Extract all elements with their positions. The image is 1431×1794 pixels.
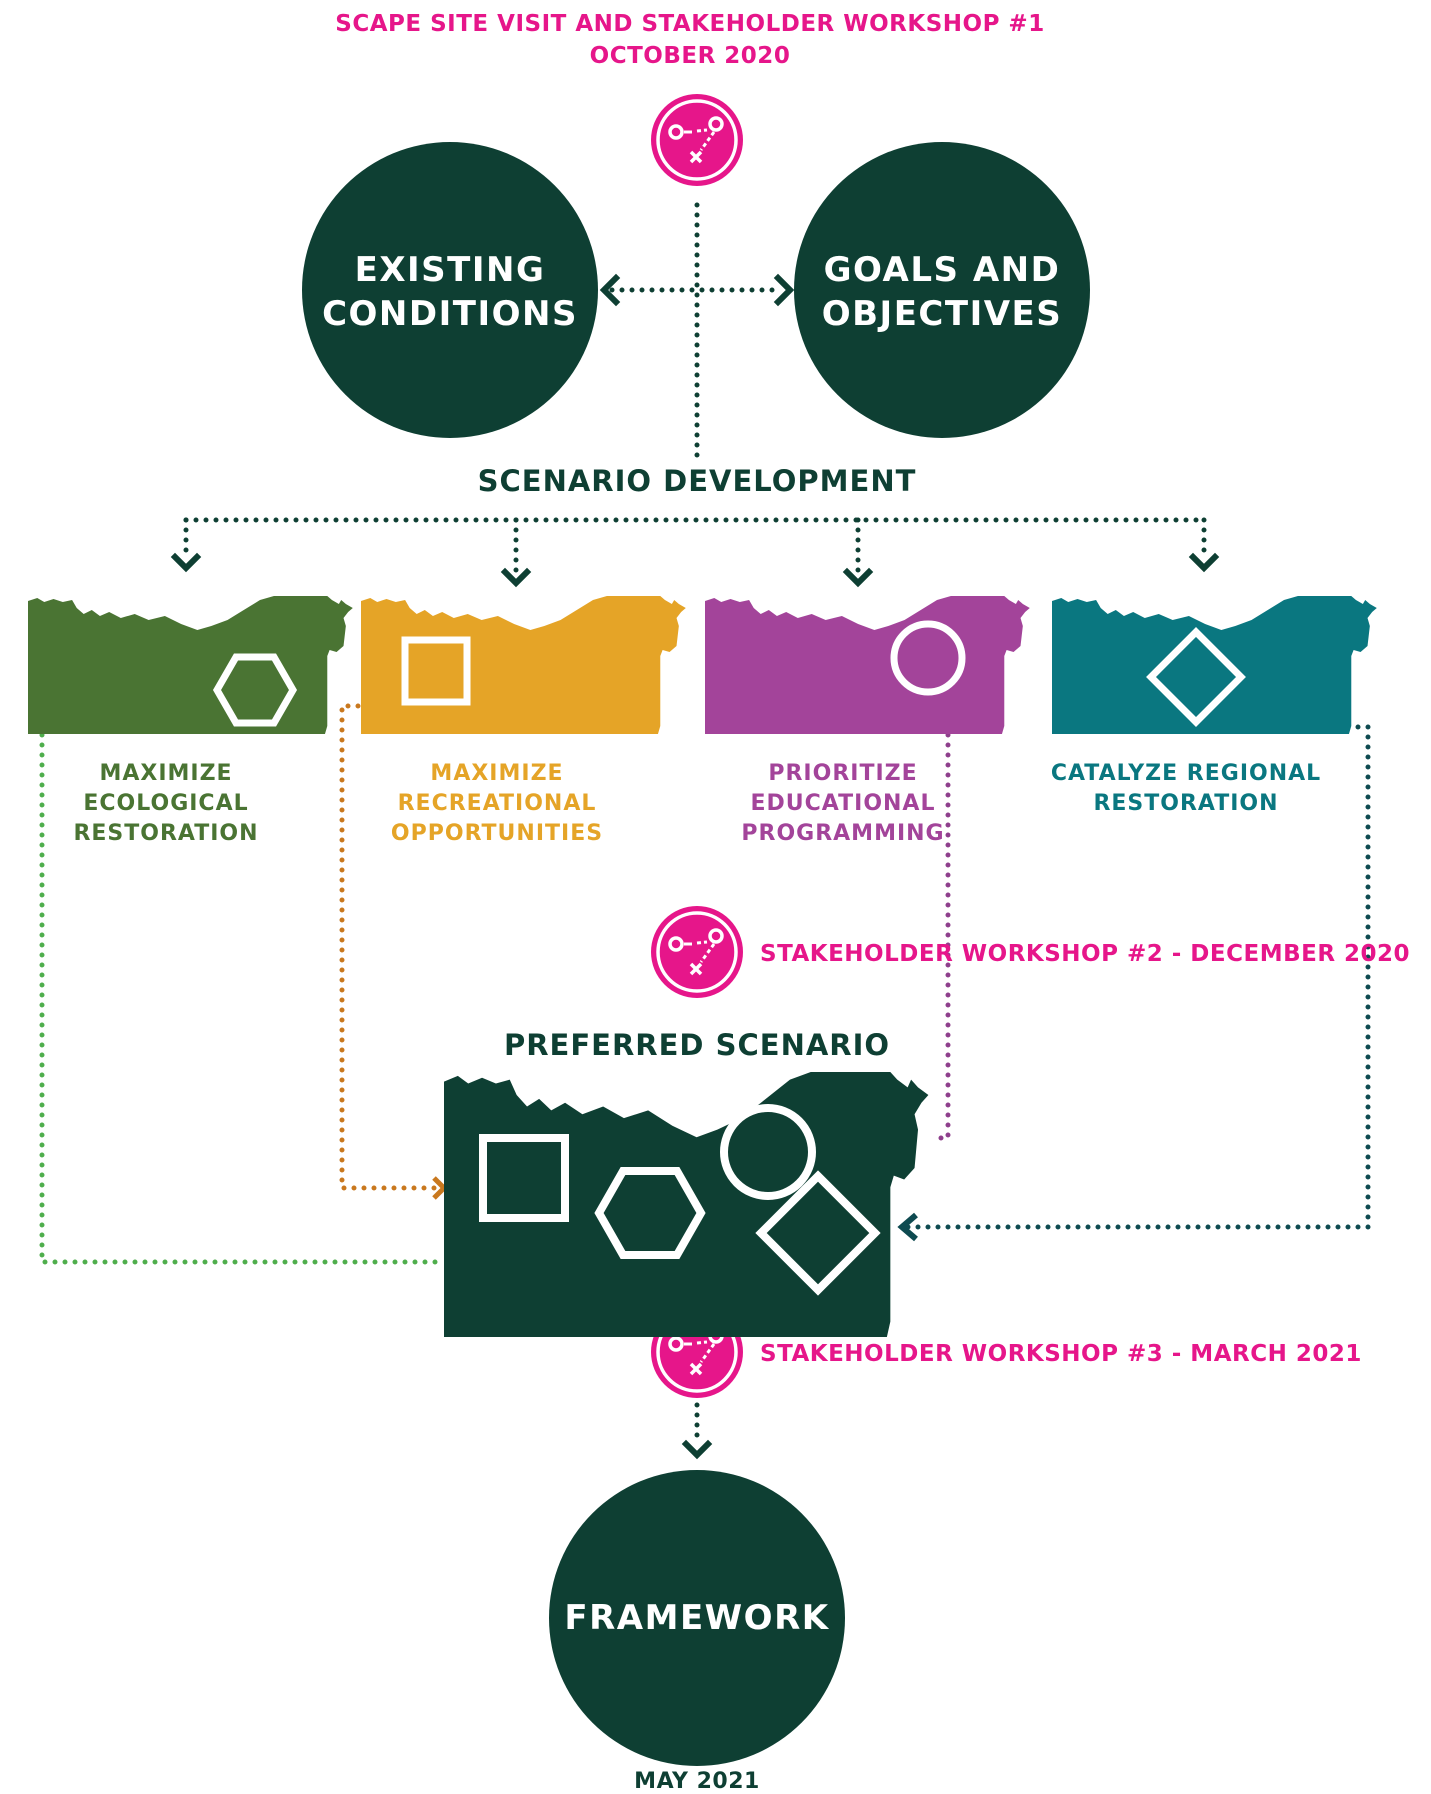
scenario-recreational-line3: OPPORTUNITIES: [390, 821, 604, 846]
existing-conditions-line1: EXISTING: [354, 250, 546, 290]
scenario-educational-line2: EDUCATIONAL: [750, 791, 936, 816]
circle-icon: [890, 620, 966, 696]
scenario-ecological-shape: [28, 596, 353, 734]
scenario-ecological-label: MAXIMIZE ECOLOGICAL RESTORATION: [73, 759, 258, 849]
workshop-route-icon: [649, 92, 745, 188]
goals-objectives-line2: OBJECTIVES: [821, 294, 1063, 334]
diamond-icon: [755, 1170, 881, 1296]
scenario-educational-shape: [705, 596, 1030, 734]
preferred-scenario-heading: PREFERRED SCENARIO: [503, 1028, 891, 1062]
scenario-regional-line1: CATALYZE REGIONAL: [1050, 761, 1322, 786]
scenario-regional-line2: RESTORATION: [1093, 791, 1279, 816]
scenario-educational-label: PRIORITIZE EDUCATIONAL PROGRAMMING: [741, 759, 944, 849]
connector-recreational: [339, 703, 445, 1191]
arrow-down-icon: [681, 1439, 713, 1460]
arrow-down-icon: [842, 567, 874, 588]
framework-circle: [549, 1470, 845, 1766]
framework-label: FRAMEWORK: [564, 1598, 830, 1638]
arrow-down-icon: [1188, 552, 1220, 573]
workshop3-label: STAKEHOLDER WORKSHOP #3 - MARCH 2021: [760, 1341, 1362, 1367]
scenario-educational-line3: PROGRAMMING: [741, 821, 945, 846]
existing-conditions-circle: [302, 142, 598, 438]
connector-educational: [935, 732, 951, 1141]
connector-regional: [902, 724, 1371, 1230]
workshop-route-icon: [649, 904, 745, 1000]
arrow-left-icon: [599, 273, 621, 307]
goals-objectives-label: GOALS AND OBJECTIVES: [822, 248, 1063, 336]
scenario-regional-shape: [1052, 596, 1377, 734]
square-icon: [401, 636, 471, 706]
scenario-development-heading: SCENARIO DEVELOPMENT: [477, 464, 917, 498]
scenario-ecological-line3: RESTORATION: [73, 821, 259, 846]
goals-objectives-line1: GOALS AND: [823, 250, 1061, 290]
circle-icon: [720, 1104, 816, 1200]
hexagon-icon: [594, 1167, 706, 1259]
scenario-recreational-shape: [361, 596, 686, 734]
scenario-ecological-line1: MAXIMIZE: [99, 761, 233, 786]
arrow-down-icon: [170, 552, 202, 573]
preferred-scenario-shape: [444, 1072, 929, 1337]
existing-conditions-line2: CONDITIONS: [322, 294, 578, 334]
square-icon: [479, 1134, 569, 1222]
existing-conditions-label: EXISTING CONDITIONS: [322, 248, 578, 336]
arrow-right-icon: [773, 273, 795, 307]
arrow-down-icon: [500, 567, 532, 588]
workshop1-date: OCTOBER 2020: [589, 43, 791, 69]
hexagon-icon: [212, 653, 298, 727]
scenario-recreational-line1: MAXIMIZE: [430, 761, 564, 786]
goals-objectives-circle: [794, 142, 1090, 438]
framework-date: MAY 2021: [634, 1769, 760, 1794]
diamond-icon: [1146, 627, 1246, 727]
scenario-ecological-line2: ECOLOGICAL: [83, 791, 249, 816]
workshop1-title: SCAPE SITE VISIT AND STAKEHOLDER WORKSHO…: [335, 11, 1045, 37]
scenario-recreational-line2: RECREATIONAL: [397, 791, 597, 816]
scenario-educational-line1: PRIORITIZE: [768, 761, 918, 786]
arrow-left-icon: [897, 1212, 918, 1242]
scenario-recreational-label: MAXIMIZE RECREATIONAL OPPORTUNITIES: [391, 759, 603, 849]
workshop2-label: STAKEHOLDER WORKSHOP #2 - DECEMBER 2020: [760, 941, 1411, 967]
scenario-regional-label: CATALYZE REGIONAL RESTORATION: [1051, 759, 1321, 819]
